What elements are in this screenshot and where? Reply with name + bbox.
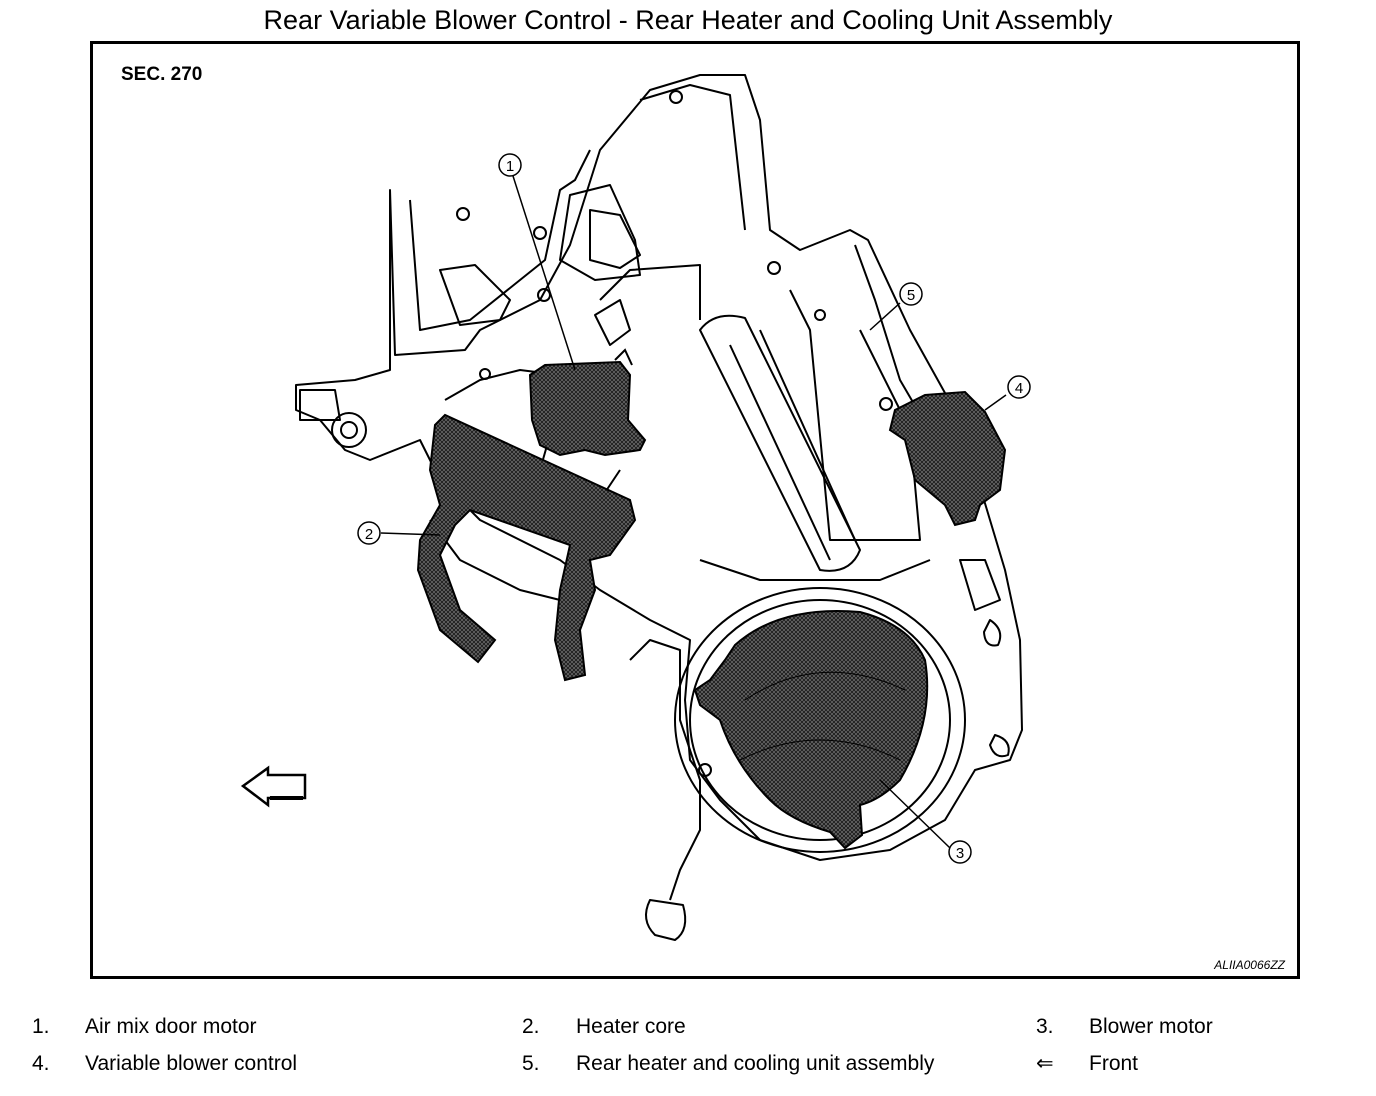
callout-3-label: 3 [956, 845, 964, 862]
legend-label-1: Air mix door motor [85, 1015, 257, 1038]
diagram-title: Rear Variable Blower Control - Rear Heat… [263, 5, 1113, 35]
callout-5-label: 5 [907, 287, 915, 304]
callout-leaders [380, 175, 1007, 849]
legend-num-5: 5. [522, 1052, 540, 1075]
air-mix-door-motor [528, 348, 647, 457]
legend-label-front: Front [1089, 1052, 1139, 1075]
image-code: ALIIA0066ZZ [1214, 958, 1285, 972]
unit-housing [295, 74, 1023, 941]
legend-front-arrow-icon: ⇐ [1036, 1052, 1054, 1075]
callout-3: 3 [948, 840, 972, 864]
callout-2-label: 2 [365, 526, 373, 543]
legend-label-4: Variable blower control [85, 1052, 298, 1075]
legend-num-4: 4. [32, 1052, 50, 1075]
callout-4-label: 4 [1015, 380, 1023, 397]
diagram-frame: SEC. 270 ALIIA0066ZZ [90, 41, 1300, 979]
legend-num-3: 3. [1036, 1015, 1054, 1038]
legend-label-5: Rear heater and cooling unit assembly [576, 1052, 935, 1075]
variable-blower-control [888, 390, 1007, 527]
blower-motor [693, 609, 929, 850]
callout-1-label: 1 [506, 158, 514, 175]
callout-5: 5 [899, 282, 923, 306]
legend-label-2: Heater core [576, 1015, 686, 1038]
callout-1: 1 [498, 153, 522, 177]
callout-2: 2 [357, 521, 381, 545]
heater-core [416, 413, 637, 682]
legend-label-3: Blower motor [1089, 1015, 1213, 1038]
legend-num-1: 1. [32, 1015, 50, 1038]
callout-4: 4 [1007, 375, 1031, 399]
front-arrow-icon [240, 765, 307, 808]
section-label: SEC. 270 [121, 64, 203, 85]
legend-num-2: 2. [522, 1015, 540, 1038]
